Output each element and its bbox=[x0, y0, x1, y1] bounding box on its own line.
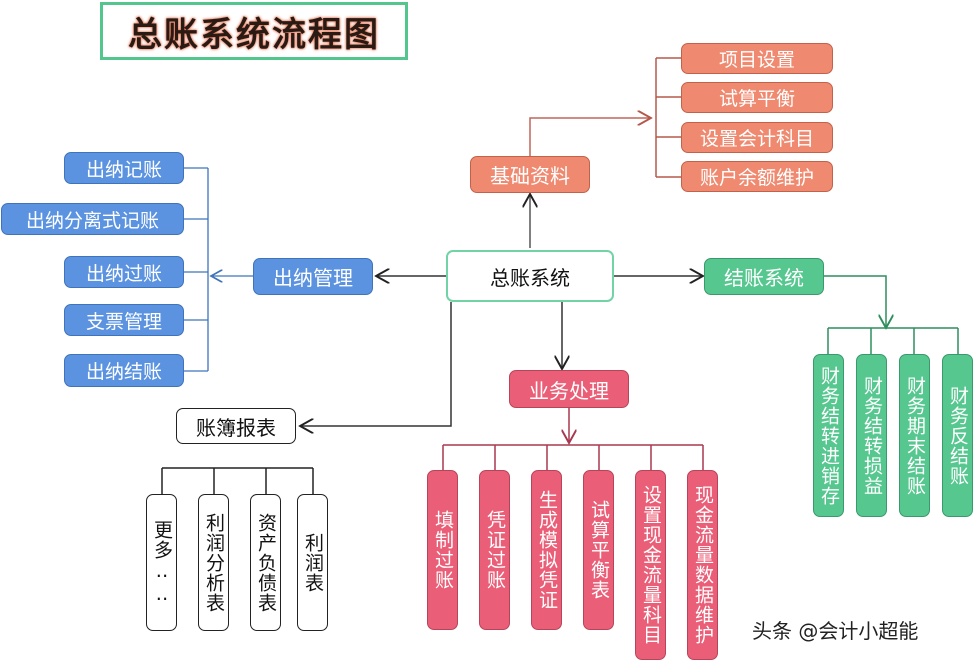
cashier-item[interactable]: 支票管理 bbox=[64, 304, 184, 336]
edge-closing-list bbox=[824, 275, 886, 328]
branch-cashier-management[interactable]: 出纳管理 bbox=[253, 258, 373, 295]
branch-business-processing[interactable]: 业务处理 bbox=[509, 370, 629, 408]
report-item[interactable]: 利润表 bbox=[297, 494, 328, 631]
cashier-item[interactable]: 出纳结账 bbox=[64, 354, 184, 387]
center-node-general-ledger[interactable]: 总账系统 bbox=[446, 250, 614, 302]
business-item[interactable]: 填制过账 bbox=[427, 470, 458, 630]
closing-item[interactable]: 财务结转进销存 bbox=[813, 354, 844, 517]
edge-basic-list bbox=[529, 118, 651, 156]
basic-item[interactable]: 账户余额维护 bbox=[681, 161, 833, 192]
report-item[interactable]: 利润分析表 bbox=[198, 494, 229, 631]
basic-item[interactable]: 试算平衡 bbox=[681, 82, 833, 113]
branch-basic-data[interactable]: 基础资料 bbox=[470, 156, 590, 193]
closing-item[interactable]: 财务结转损益 bbox=[856, 354, 887, 517]
edge-center-reports bbox=[300, 302, 452, 426]
basic-item[interactable]: 设置会计科目 bbox=[681, 122, 833, 153]
closing-item[interactable]: 财务期末结账 bbox=[899, 354, 930, 517]
business-item[interactable]: 现金流量数据维护 bbox=[687, 470, 718, 660]
diagram-title: 总账系统流程图 bbox=[100, 2, 408, 60]
basic-item[interactable]: 项目设置 bbox=[681, 43, 833, 74]
cashier-item[interactable]: 出纳过账 bbox=[64, 256, 184, 288]
business-item[interactable]: 生成模拟凭证 bbox=[531, 470, 562, 630]
business-item[interactable]: 凭证过账 bbox=[479, 470, 510, 630]
business-item[interactable]: 设置现金流量科目 bbox=[635, 470, 666, 660]
report-item[interactable]: 更多‥‥ bbox=[146, 494, 177, 631]
closing-item[interactable]: 财务反结账 bbox=[942, 354, 973, 517]
branch-closing-system[interactable]: 结账系统 bbox=[704, 258, 824, 295]
branch-ledger-reports[interactable]: 账簿报表 bbox=[176, 408, 296, 444]
cashier-item[interactable]: 出纳记账 bbox=[64, 152, 184, 184]
watermark: 头条 @会计小超能 bbox=[752, 619, 919, 643]
business-item[interactable]: 试算平衡表 bbox=[583, 470, 614, 630]
report-item[interactable]: 资产负债表 bbox=[250, 494, 281, 631]
cashier-item[interactable]: 出纳分离式记账 bbox=[1, 203, 184, 235]
